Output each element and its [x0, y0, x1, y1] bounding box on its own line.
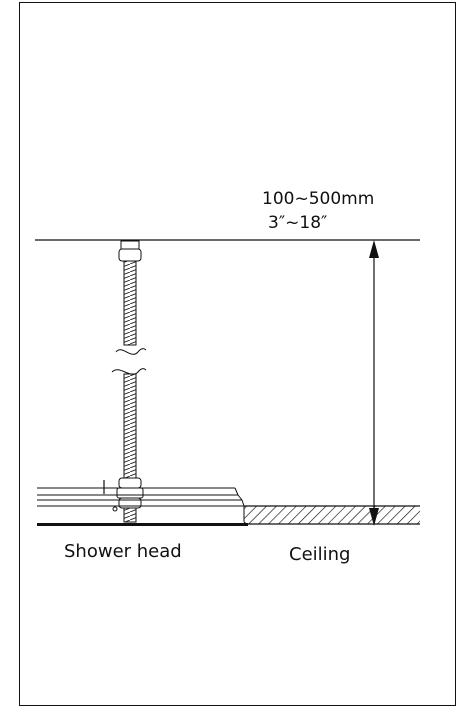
- threaded-rod: [111, 240, 147, 523]
- ceiling-section: [244, 505, 420, 525]
- top-nut: [120, 240, 140, 250]
- arrowhead-down-icon: [369, 508, 379, 526]
- lower-nut: [118, 477, 142, 489]
- outer-frame: [19, 2, 456, 706]
- dimension-imperial-label: 3″~18″: [268, 213, 328, 233]
- shower-head-body: [37, 480, 249, 526]
- arrowhead-up-icon: [369, 240, 379, 258]
- ceiling-label: Ceiling: [289, 544, 351, 565]
- dimension-arrow: [369, 240, 379, 526]
- dimension-metric-label: 100~500mm: [262, 189, 375, 209]
- break-mark-icon: [115, 348, 147, 355]
- shower-head-label: Shower head: [64, 541, 182, 562]
- screw-hole-icon: [112, 506, 118, 512]
